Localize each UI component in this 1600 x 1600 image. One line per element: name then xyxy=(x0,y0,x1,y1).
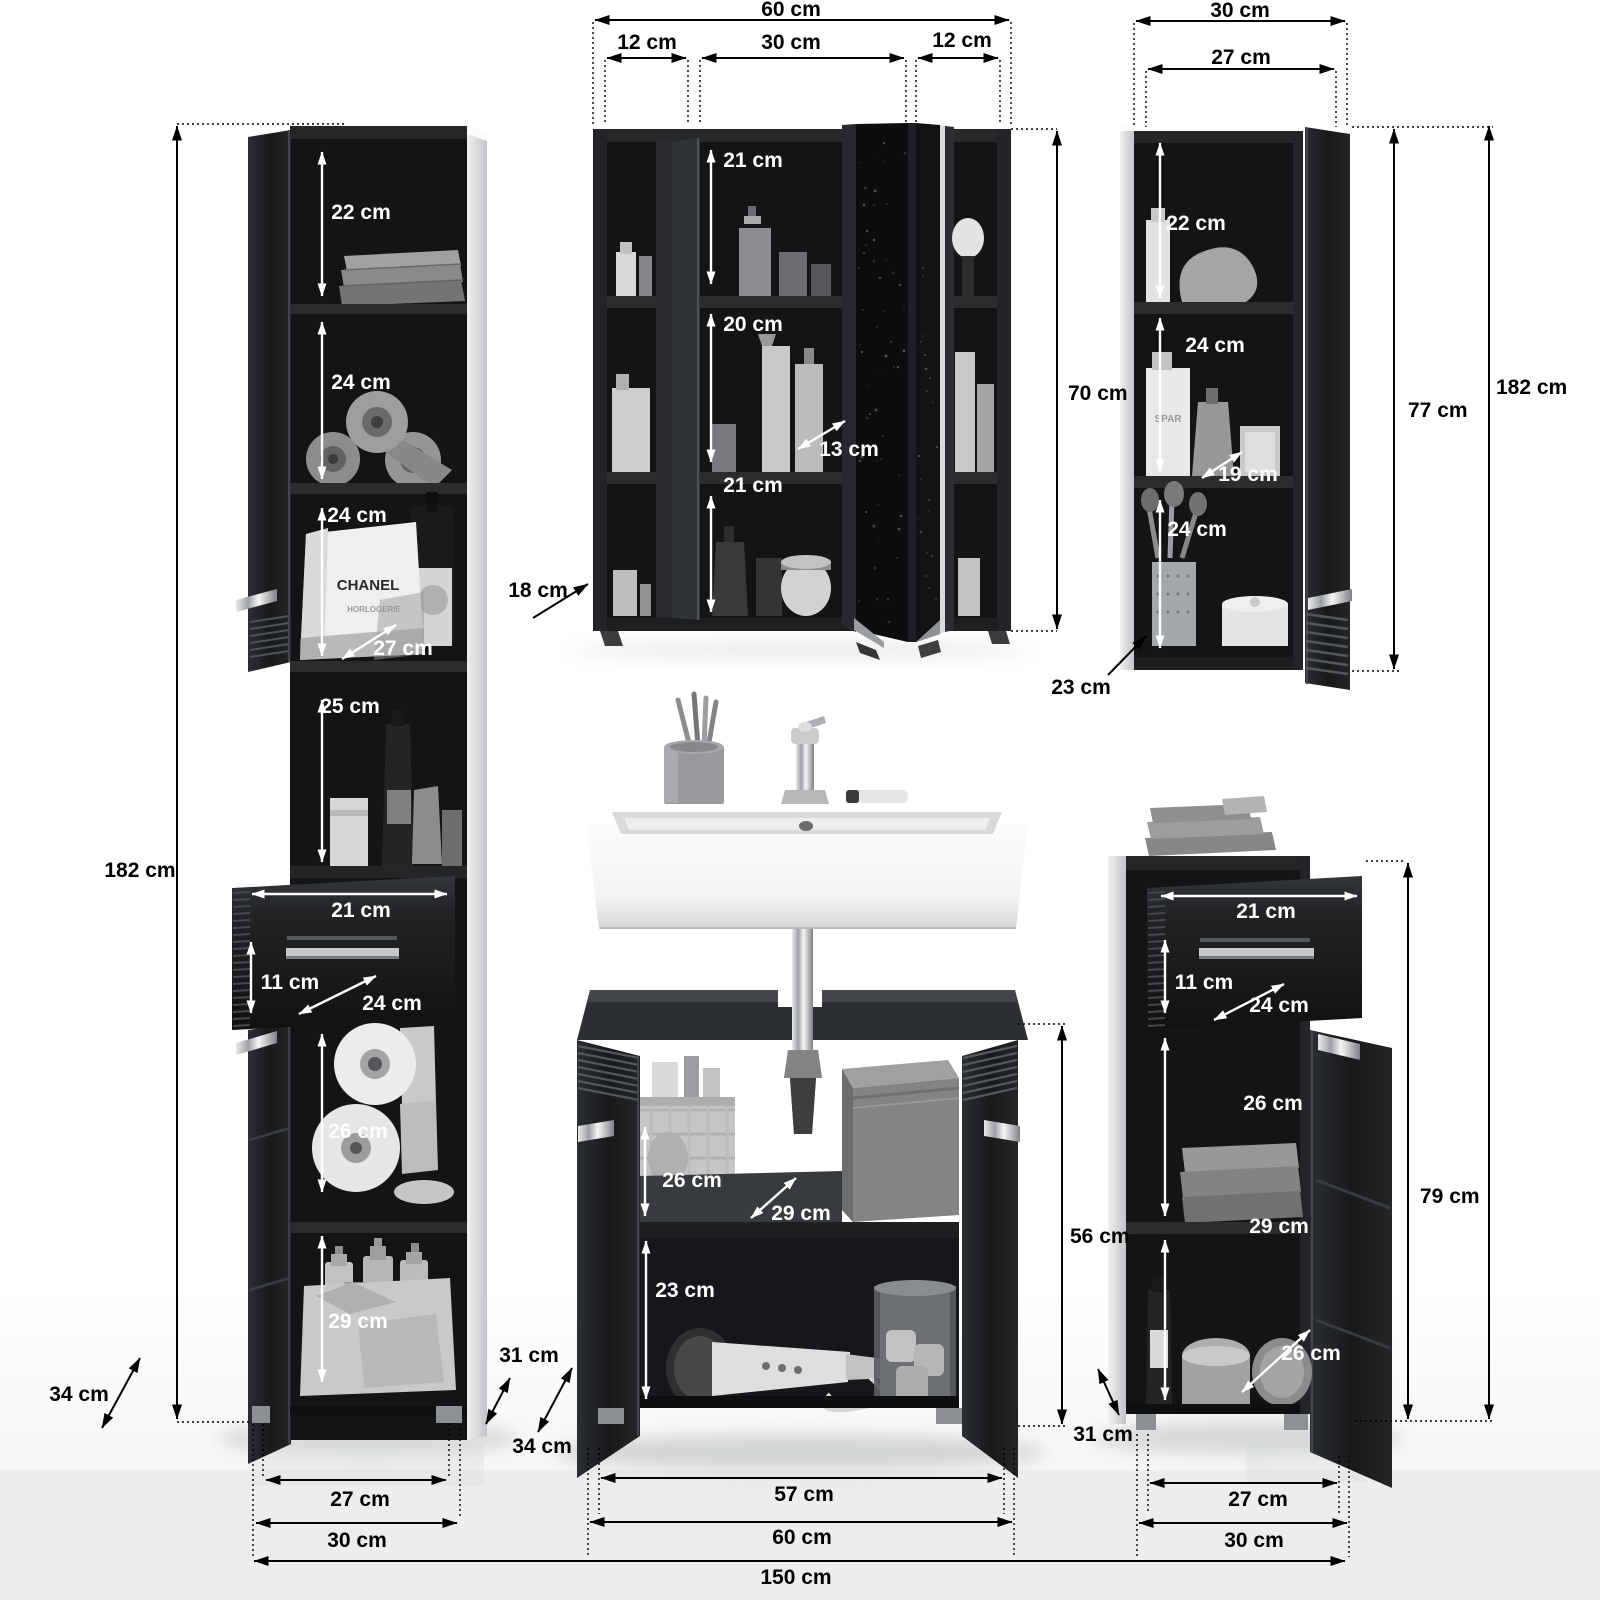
svg-text:60 cm: 60 cm xyxy=(761,0,821,21)
svg-text:24 cm: 24 cm xyxy=(1185,334,1245,357)
svg-text:11 cm: 11 cm xyxy=(1175,971,1233,994)
svg-text:13 cm: 13 cm xyxy=(819,438,879,461)
svg-text:23 cm: 23 cm xyxy=(655,1279,715,1302)
svg-text:CHANEL: CHANEL xyxy=(337,577,400,594)
svg-text:24 cm: 24 cm xyxy=(362,992,422,1015)
svg-text:27 cm: 27 cm xyxy=(1211,46,1271,69)
svg-text:30 cm: 30 cm xyxy=(1224,1529,1284,1552)
svg-text:57 cm: 57 cm xyxy=(774,1483,834,1506)
svg-text:26 cm: 26 cm xyxy=(1243,1092,1303,1115)
svg-text:24 cm: 24 cm xyxy=(327,504,387,527)
svg-text:182 cm: 182 cm xyxy=(1496,376,1567,399)
svg-text:19 cm: 19 cm xyxy=(1218,463,1278,486)
svg-text:SPAR: SPAR xyxy=(1154,414,1182,425)
svg-text:HORLOGERIE: HORLOGERIE xyxy=(347,605,401,614)
svg-text:29 cm: 29 cm xyxy=(771,1202,831,1225)
svg-text:20 cm: 20 cm xyxy=(723,313,783,336)
svg-text:25 cm: 25 cm xyxy=(320,695,380,718)
svg-text:150 cm: 150 cm xyxy=(760,1566,831,1589)
svg-text:22 cm: 22 cm xyxy=(331,201,391,224)
svg-text:79 cm: 79 cm xyxy=(1420,1185,1480,1208)
svg-text:21 cm: 21 cm xyxy=(331,899,391,922)
svg-text:27 cm: 27 cm xyxy=(1228,1488,1288,1511)
svg-text:30 cm: 30 cm xyxy=(761,31,821,54)
svg-text:34 cm: 34 cm xyxy=(512,1435,572,1458)
svg-text:11 cm: 11 cm xyxy=(261,971,319,994)
svg-text:30 cm: 30 cm xyxy=(327,1529,387,1552)
svg-text:18 cm: 18 cm xyxy=(508,579,568,602)
svg-text:26 cm: 26 cm xyxy=(662,1169,722,1192)
svg-text:27 cm: 27 cm xyxy=(373,637,433,660)
svg-text:29 cm: 29 cm xyxy=(328,1310,388,1333)
svg-text:26 cm: 26 cm xyxy=(1281,1342,1341,1365)
svg-text:31 cm: 31 cm xyxy=(1073,1423,1133,1446)
svg-text:56 cm: 56 cm xyxy=(1070,1225,1130,1248)
svg-text:22 cm: 22 cm xyxy=(1166,212,1226,235)
svg-text:60 cm: 60 cm xyxy=(772,1526,832,1549)
svg-text:21 cm: 21 cm xyxy=(723,474,783,497)
svg-text:24 cm: 24 cm xyxy=(331,371,391,394)
svg-text:21 cm: 21 cm xyxy=(1236,900,1296,923)
svg-text:70 cm: 70 cm xyxy=(1068,382,1128,405)
svg-text:24 cm: 24 cm xyxy=(1167,518,1227,541)
svg-text:31 cm: 31 cm xyxy=(499,1344,559,1367)
svg-text:29 cm: 29 cm xyxy=(1249,1215,1309,1238)
svg-text:182 cm: 182 cm xyxy=(104,859,175,882)
svg-text:21 cm: 21 cm xyxy=(723,149,783,172)
svg-text:12 cm: 12 cm xyxy=(932,29,992,52)
svg-text:27 cm: 27 cm xyxy=(330,1488,390,1511)
svg-text:26 cm: 26 cm xyxy=(328,1120,388,1143)
svg-text:30 cm: 30 cm xyxy=(1210,0,1270,22)
svg-text:77 cm: 77 cm xyxy=(1408,399,1468,422)
svg-text:12 cm: 12 cm xyxy=(617,31,677,54)
svg-text:34 cm: 34 cm xyxy=(49,1383,109,1406)
svg-text:23 cm: 23 cm xyxy=(1051,676,1111,699)
